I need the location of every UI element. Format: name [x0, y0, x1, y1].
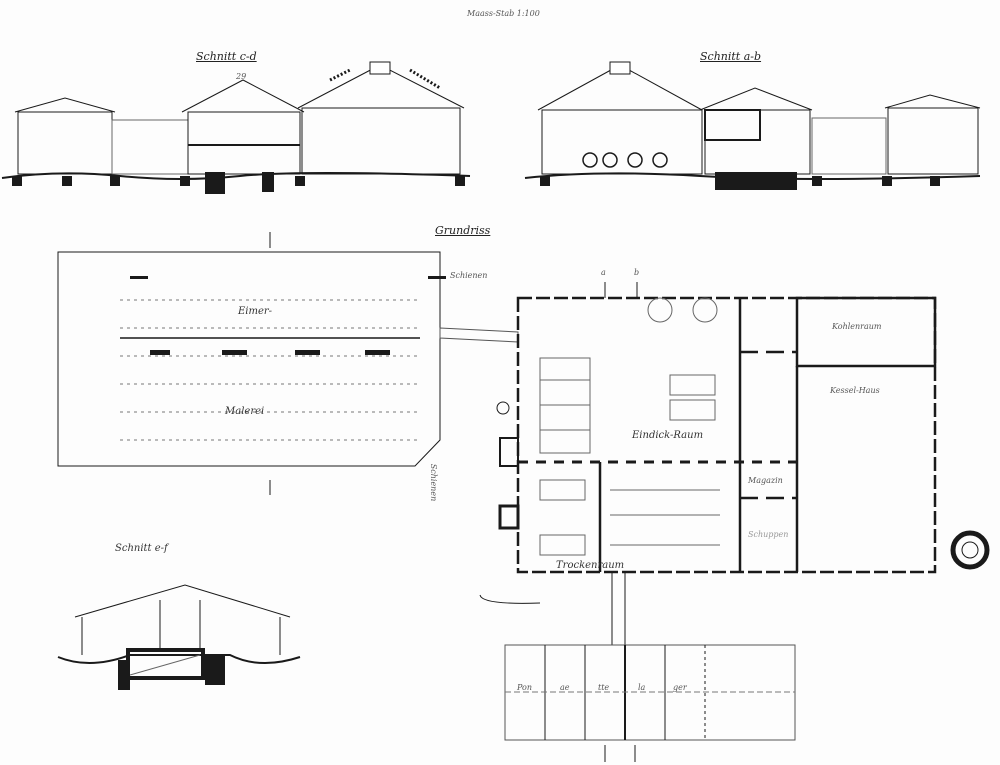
- rail-side-label: Schienen: [429, 463, 439, 502]
- section-cd-title: Schnitt c-d: [196, 50, 257, 63]
- section-ab-title: Schnitt a-b: [700, 50, 762, 63]
- section-cd-room-number: 29: [236, 72, 247, 81]
- section-cd-drawing: [1, 61, 471, 194]
- main-building-plan: [479, 282, 990, 645]
- room-other: Schuppen: [748, 530, 789, 539]
- marker-b: b: [634, 268, 640, 277]
- room-kessel: Kessel-Haus: [830, 386, 880, 395]
- rail-label: Schienen: [450, 271, 488, 280]
- left-wing-label-top: Eimer-: [238, 306, 273, 317]
- marker-a: a: [601, 268, 606, 277]
- storage-label-5: ger: [673, 683, 687, 692]
- storage-label-3: tte: [598, 683, 610, 692]
- storage-label-4: la: [638, 683, 646, 692]
- left-wing-label-bottom: Malerei: [225, 406, 265, 417]
- storage-building-plan: [504, 644, 796, 762]
- storage-label-2: ae: [560, 683, 570, 692]
- section-ab-drawing: [524, 61, 981, 190]
- left-wing-plan: [57, 232, 519, 495]
- room-eindick: Eindick-Raum: [632, 430, 704, 441]
- room-kohlen: Kohlenraum: [832, 322, 882, 331]
- scale-note: Maass-Stab 1:100: [467, 9, 540, 18]
- storage-label-1: Pon: [517, 683, 533, 692]
- room-magazin: Magazin: [748, 476, 783, 485]
- plan-title: Grundriss: [435, 224, 491, 237]
- section-ef-drawing: [57, 584, 301, 690]
- room-trocken: Trockenraum: [556, 560, 625, 571]
- section-ef-title: Schnitt e-f: [115, 543, 168, 554]
